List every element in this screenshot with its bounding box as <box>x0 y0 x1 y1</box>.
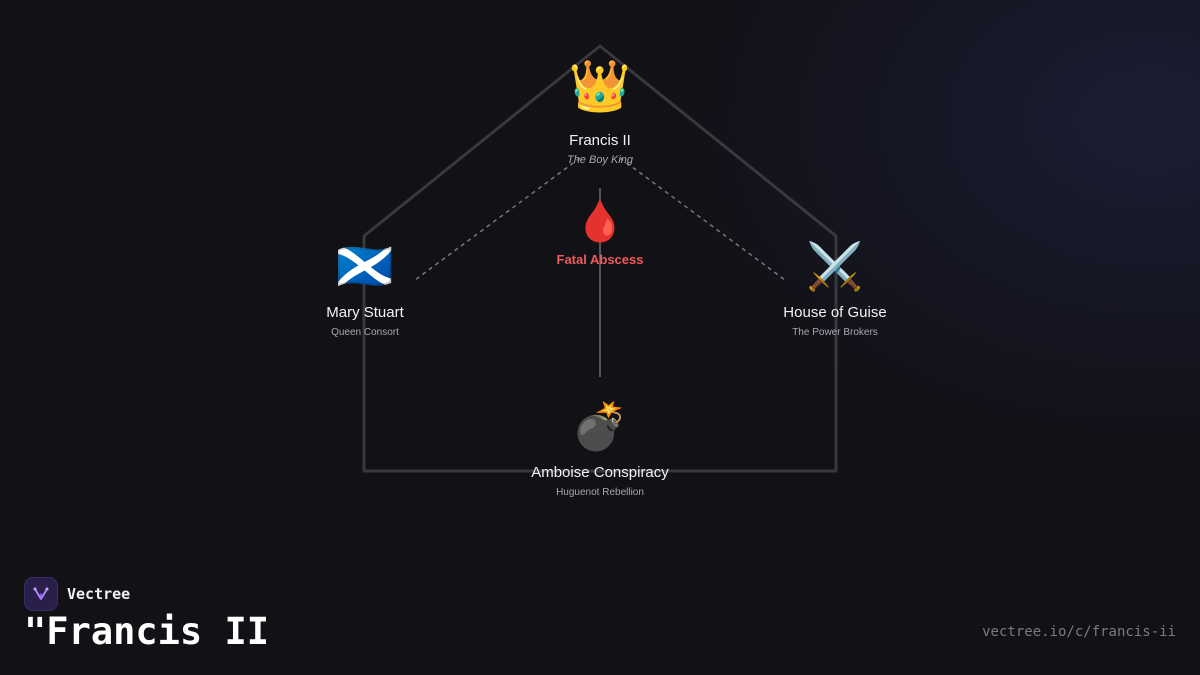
page-url[interactable]: vectree.io/c/francis-ii <box>982 624 1176 640</box>
vectree-logo-icon <box>24 577 58 611</box>
node-mary-stuart: 🏴󠁧󠁢󠁳󠁣󠁴󠁿 Mary Stuart Queen Consort <box>255 240 475 338</box>
node-subtitle: The Power Brokers <box>792 327 878 338</box>
brand-name: Vectree <box>67 585 131 603</box>
house-frame <box>362 44 838 473</box>
blood-drop-icon: 🩸 <box>575 199 625 245</box>
node-subtitle: Huguenot Rebellion <box>556 487 644 498</box>
node-title: Amboise Conspiracy <box>531 464 669 481</box>
page-title: "Francis II <box>24 610 270 653</box>
node-title: House of Guise <box>783 304 887 321</box>
crossed-swords-icon: ⚔️ <box>806 239 864 293</box>
brand: Vectree <box>24 577 130 611</box>
node-house-of-guise: ⚔️ House of Guise The Power Brokers <box>725 240 945 338</box>
connector-right <box>619 157 786 281</box>
node-fatal-abscess: 🩸 Fatal Abscess <box>490 198 710 267</box>
node-amboise-conspiracy: 💣 Amboise Conspiracy Huguenot Rebellion <box>490 400 710 498</box>
node-francis-ii: 👑 Francis II The Boy King <box>490 60 710 166</box>
connector-left <box>414 157 581 281</box>
node-label: Fatal Abscess <box>556 252 644 267</box>
node-subtitle: The Boy King <box>566 154 634 166</box>
node-title: Francis II <box>569 132 631 149</box>
node-title: Mary Stuart <box>326 304 404 321</box>
scotland-flag-icon: 🏴󠁧󠁢󠁳󠁣󠁴󠁿 <box>336 239 394 293</box>
node-subtitle: Queen Consort <box>331 327 399 338</box>
crown-icon: 👑 <box>568 57 632 115</box>
bomb-icon: 💣 <box>571 399 629 453</box>
